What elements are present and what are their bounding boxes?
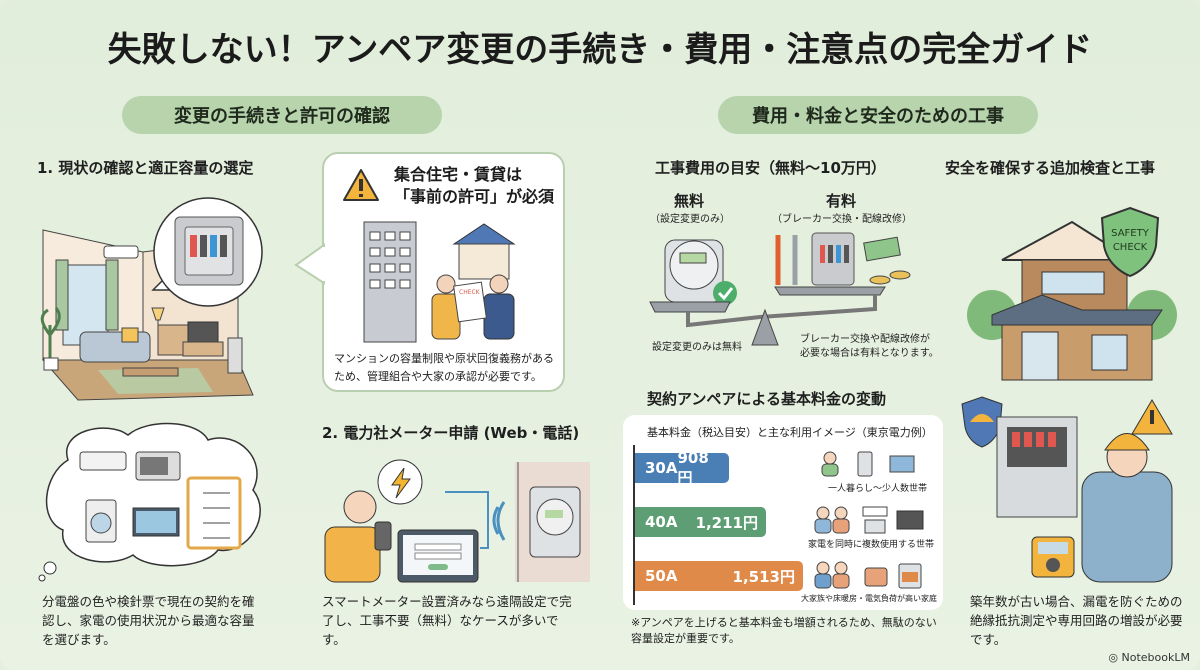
bar-value-label: 1,513円 <box>732 567 795 586</box>
callout-pointer <box>294 243 326 285</box>
cost-balance-scale-illustration <box>649 232 911 346</box>
paid-sub-label: （ブレーカー交換・配線改修） <box>772 214 912 225</box>
usage-label-40a: 家電を同時に複数使用する世帯 <box>808 540 935 550</box>
callout-title-line2: 「事前の許可」が必須 <box>394 187 555 206</box>
free-label: 無料 <box>674 192 705 210</box>
safety-description: 築年数が古い場合、漏電を防ぐための絶縁抵抗測定や専用回路の増設が必要です。 <box>970 594 1183 647</box>
cost-heading: 工事費用の目安（無料〜10万円） <box>655 159 886 177</box>
bar-value-label: 908円 <box>677 448 709 487</box>
safety-badge-line1: SAFETY <box>1111 228 1150 239</box>
usage-label-30a: 一人暮らし〜少人数世帯 <box>828 484 928 494</box>
free-sub-label: （設定変更のみ） <box>650 214 730 225</box>
usage-icon-large-family <box>814 561 922 589</box>
permission-callout: 集合住宅・賃貸は 「事前の許可」が必須 CHECK マンションの容量制限や原状回… <box>322 152 565 392</box>
breaker-panel-zoom-bubble <box>151 197 263 307</box>
usage-icon-family <box>814 506 924 534</box>
step1-heading: 1. 現状の確認と適正容量の選定 <box>37 159 254 177</box>
brand-label: ◎ NotebookLM <box>1108 651 1190 664</box>
paid-caption-line1: ブレーカー交換や配線改修が <box>800 334 930 345</box>
safety-check-shield-icon: SAFETY CHECK <box>1100 206 1160 278</box>
usage-icon-single <box>821 451 915 477</box>
callout-title: 集合住宅・賃貸は 「事前の許可」が必須 <box>394 164 554 208</box>
chart-title: 基本料金（税込目安）と主な利用イメージ（東京電力例） <box>647 426 933 439</box>
paid-caption-line2: 必要な場合は有料となります。 <box>800 348 939 359</box>
fee-heading: 契約アンペアによる基本料金の変動 <box>647 390 886 408</box>
step2-heading: 2. 電力社メーター申請 (Web・電話) <box>322 424 580 442</box>
section-header-procedure: 変更の手続きと許可の確認 <box>122 96 442 134</box>
bar-value-label: 1,211円 <box>695 513 758 532</box>
fee-note: ※アンペアを上げると基本料金も増額されるため、無駄のない容量設定が重要です。 <box>631 616 937 645</box>
bar-category-label: 30A <box>645 459 678 477</box>
warning-icon <box>343 169 379 201</box>
usage-label-50a: 大家族や床暖房・電気負荷が高い家庭 <box>801 594 937 603</box>
callout-description: マンションの容量制限や原状回復義務があるため、管理組合や大家の承認が必要です。 <box>334 352 554 383</box>
notebooklm-logo-icon: ◎ <box>1108 651 1122 664</box>
bar-50a: 50A 1,513円 <box>635 561 803 591</box>
callout-title-line1: 集合住宅・賃貸は <box>394 165 523 184</box>
electrician-inspection-illustration <box>961 396 1173 583</box>
bar-40a: 40A 1,211円 <box>635 507 766 537</box>
apartment-and-approval-illustration: CHECK <box>363 221 516 343</box>
step2-description: スマートメーター設置済みなら遠隔設定で完了し、工事不要（無料）なケースが多いです… <box>322 594 572 647</box>
check-document-label: CHECK <box>459 289 481 296</box>
bar-category-label: 40A <box>645 513 678 531</box>
step1-description: 分電盤の色や検針票で現在の契約を確認し、家電の使用状況から最適な容量を選びます。 <box>42 594 255 647</box>
section-header-costs: 費用・料金と安全のための工事 <box>718 96 1038 134</box>
free-caption: 設定変更のみは無料 <box>652 342 742 353</box>
smart-meter-application-illustration <box>324 459 590 583</box>
paid-label: 有料 <box>826 192 857 210</box>
bar-category-label: 50A <box>645 567 678 585</box>
safety-badge-line2: CHECK <box>1113 242 1148 253</box>
chart-axis <box>633 445 635 605</box>
page-title: 失敗しない！アンペア変更の手続き・費用・注意点の完全ガイド <box>107 30 1093 70</box>
safety-heading: 安全を確保する追加検査と工事 <box>945 159 1156 177</box>
appliance-thought-bubble <box>38 422 261 582</box>
house-safety-illustration <box>967 220 1177 381</box>
brand-text: NotebookLM <box>1121 651 1190 664</box>
